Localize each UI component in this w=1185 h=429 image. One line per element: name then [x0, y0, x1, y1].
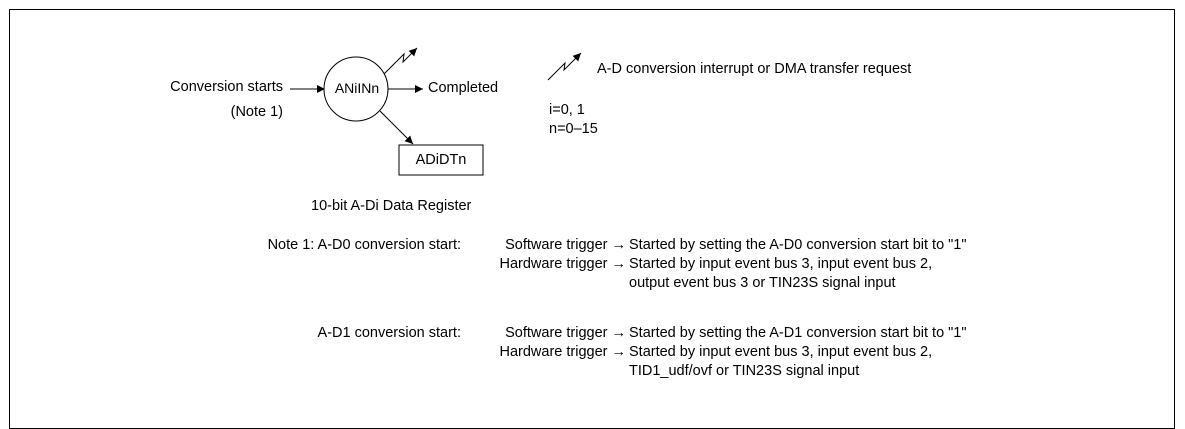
- note2-software-desc: Started by setting the A-D1 conversion s…: [629, 325, 967, 341]
- note1-software-desc: Started by setting the A-D0 conversion s…: [629, 237, 967, 253]
- note2-hardware-trigger: Hardware trigger →: [499, 344, 626, 360]
- note1-hardware-desc-2: output event bus 3 or TIN23S signal inpu…: [629, 275, 896, 291]
- note1-label: Note 1: A-D0 conversion start:: [267, 237, 461, 253]
- register-label: ADiDTn: [415, 152, 467, 168]
- note1-software-trigger: Software trigger →: [505, 237, 626, 253]
- interrupt-legend-text: A-D conversion interrupt or DMA transfer…: [597, 61, 912, 77]
- note1-hardware-desc-1: Started by input event bus 3, input even…: [629, 256, 933, 272]
- register-caption: 10-bit A-Di Data Register: [311, 198, 472, 214]
- note2-software-trigger: Software trigger →: [505, 325, 626, 341]
- register-box: [398, 144, 484, 176]
- note2-hardware-desc-2: TID1_udf/ovf or TIN23S signal input: [629, 363, 860, 379]
- interrupt-arrow-icon: [383, 47, 418, 75]
- diagram-svg: [290, 47, 582, 176]
- input-label: Conversion starts: [170, 79, 283, 95]
- legend-interrupt-icon: [547, 52, 582, 81]
- n-values: n=0–15: [549, 121, 598, 137]
- output-label: Completed: [428, 80, 499, 96]
- note2-label: A-D1 conversion start:: [317, 325, 461, 341]
- register-arrow: [379, 110, 414, 145]
- input-note: (Note 1): [230, 104, 283, 120]
- i-values: i=0, 1: [549, 102, 585, 118]
- note2-hardware-desc-1: Started by input event bus 3, input even…: [629, 344, 933, 360]
- node-label: ANiINn: [334, 80, 380, 96]
- note1-hardware-trigger: Hardware trigger →: [499, 256, 626, 272]
